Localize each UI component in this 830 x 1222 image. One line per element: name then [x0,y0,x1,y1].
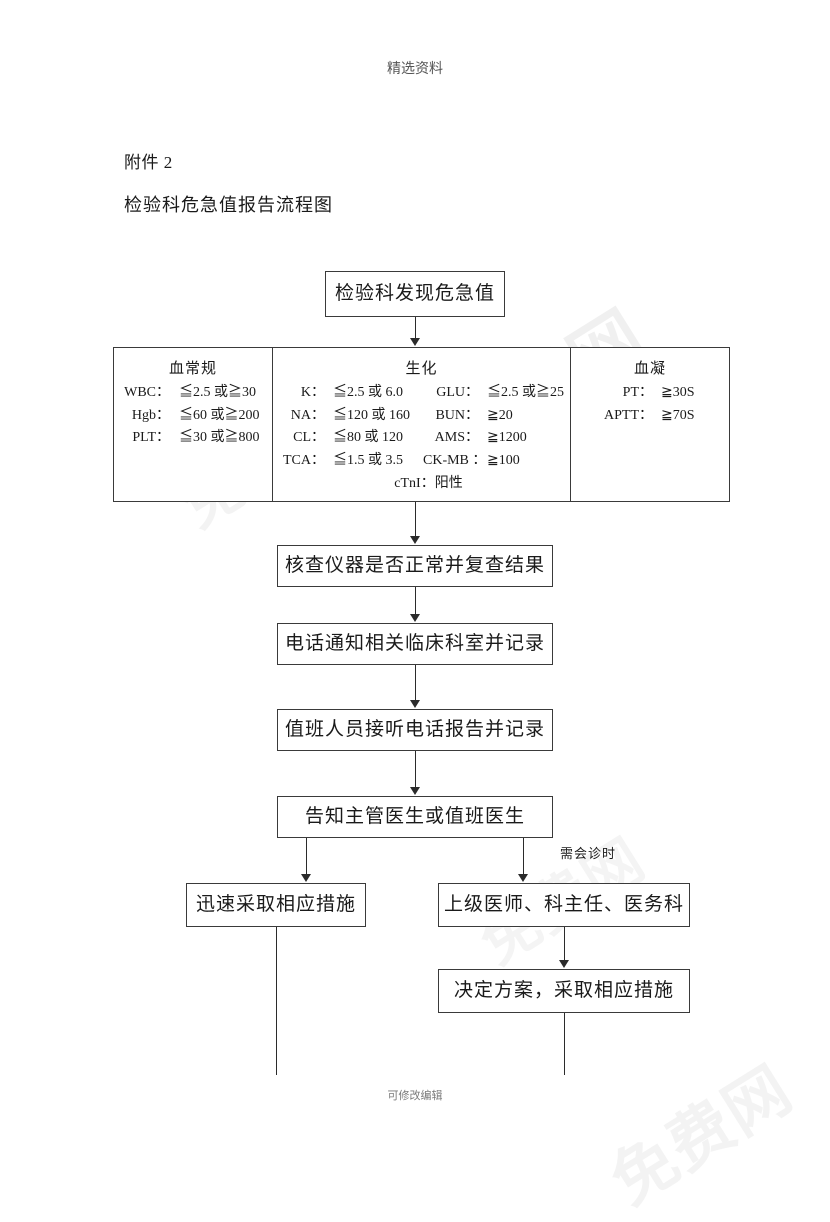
flow-box-inform: 告知主管医生或值班医生 [277,796,553,838]
connector-table-to-verify [415,502,416,537]
arrow-head-icon [410,536,420,544]
criteria-row: WBC： ≦2.5 或≧30 [120,382,266,405]
flow-box-receive: 值班人员接听电话报告并记录 [277,709,553,751]
criteria-threshold: ≧20 [487,407,513,423]
branch-annotation-consultation: 需会诊时 [560,846,617,861]
arrow-head-icon [410,700,420,708]
criteria-header-biochemistry: 生化 [405,361,438,377]
criteria-row: GLU： ≦2.5 或≧25 [423,382,564,405]
criteria-row-ctni: cTnI：阳性 [394,475,463,491]
criteria-row: CK-MB ： ≧100 [423,450,564,473]
criteria-threshold: ≧100 [487,453,520,469]
arrow-head-icon [518,874,528,882]
running-head: 精选资料 [387,60,443,76]
attachment-label: 附件 2 [124,153,173,172]
criteria-column-biochemistry: 生化 K： ≦2.5 或 6.0 NA： ≦120 或 160 CL： ≦80 … [272,348,570,501]
criteria-row: TCA： ≦1.5 或 3.5 [279,450,423,473]
arrow-head-icon [559,960,569,968]
criteria-row: NA： ≦120 或 160 [279,405,423,428]
criteria-row: CL： ≦80 或 120 [279,427,423,450]
connector-start-to-table [415,317,416,339]
criteria-header-coagulation: 血凝 [633,361,666,377]
criteria-analyte: NA： [290,407,325,423]
criteria-subcolumn-right: GLU： ≦2.5 或≧25 BUN： ≧20 AMS： ≧1200 CK-MB… [423,382,564,473]
arrow-head-icon [301,874,311,882]
criteria-threshold: ≦2.5 或 6.0 [333,385,403,400]
criteria-analyte: APTT： [604,407,653,423]
watermark: 免费网 [591,1040,808,1222]
criteria-analyte: Hgb： [131,407,170,423]
criteria-row: PLT： ≦30 或≧800 [120,427,266,450]
criteria-row: APTT： ≧70S [599,405,723,428]
arrow-head-icon [410,338,420,346]
criteria-row: Hgb： ≦60 或≧200 [120,405,266,428]
criteria-table: 血常规 WBC： ≦2.5 或≧30 Hgb： ≦60 或≧200 PLT： ≦… [113,347,730,502]
document-page: 免费网 免费网 免费网 免费网 精选资料 可修改编辑 附件 2 检验科危急值报告… [113,60,805,1219]
criteria-analyte: CL： [293,430,325,446]
connector-inform-to-action-left [306,838,307,875]
criteria-analyte: WBC： [124,385,170,400]
criteria-threshold: ≦30 或≧800 [179,430,260,446]
connector-action-left-trailing [276,927,277,1075]
criteria-row: BUN： ≧20 [423,405,564,428]
connector-inform-to-senior [523,838,524,875]
connector-notify-to-receive [415,665,416,701]
criteria-row: PT： ≧30S [599,382,723,405]
flow-box-decide: 决定方案，采取相应措施 [438,969,690,1013]
flow-box-notify: 电话通知相关临床科室并记录 [277,623,553,665]
flow-box-action-left: 迅速采取相应措施 [186,883,366,927]
criteria-header-cbc: 血常规 [168,361,217,377]
criteria-subcolumn-left: K： ≦2.5 或 6.0 NA： ≦120 或 160 CL： ≦80 或 1… [279,382,423,473]
criteria-threshold: ≧70S [661,407,695,423]
criteria-analyte: AMS： [434,430,479,446]
connector-decide-trailing [564,1013,565,1075]
connector-verify-to-notify [415,587,416,615]
criteria-analyte: GLU： [436,385,479,400]
criteria-threshold: ≧30S [661,385,695,400]
criteria-analyte: TCA： [283,453,325,469]
criteria-threshold: ≦2.5 或≧30 [179,385,256,400]
criteria-threshold: ≦60 或≧200 [179,407,260,423]
criteria-row: AMS： ≧1200 [423,427,564,450]
criteria-threshold: ≦80 或 120 [333,430,403,446]
criteria-threshold: ≦2.5 或≧25 [487,385,564,400]
criteria-column-coagulation: 血凝 PT： ≧30S APTT： ≧70S [570,348,729,501]
criteria-analyte: PT： [622,385,653,400]
criteria-analyte: K： [300,385,325,400]
page-title: 检验科危急值报告流程图 [124,195,333,215]
criteria-row: K： ≦2.5 或 6.0 [279,382,423,405]
criteria-threshold: ≦1.5 或 3.5 [333,453,403,469]
criteria-analyte: CK-MB ： [423,453,487,469]
arrow-head-icon [410,787,420,795]
arrow-head-icon [410,614,420,622]
criteria-threshold: ≧1200 [487,430,527,446]
criteria-analyte: BUN： [435,407,479,423]
flow-box-senior: 上级医师、科主任、医务科 [438,883,690,927]
connector-receive-to-inform [415,751,416,788]
connector-senior-to-decide [564,927,565,960]
criteria-threshold: ≦120 或 160 [333,407,410,423]
flow-box-verify: 核查仪器是否正常并复查结果 [277,545,553,587]
flow-box-start: 检验科发现危急值 [325,271,505,317]
criteria-analyte: PLT： [132,430,170,446]
criteria-column-cbc: 血常规 WBC： ≦2.5 或≧30 Hgb： ≦60 或≧200 PLT： ≦… [114,348,272,501]
running-foot: 可修改编辑 [387,1090,443,1102]
